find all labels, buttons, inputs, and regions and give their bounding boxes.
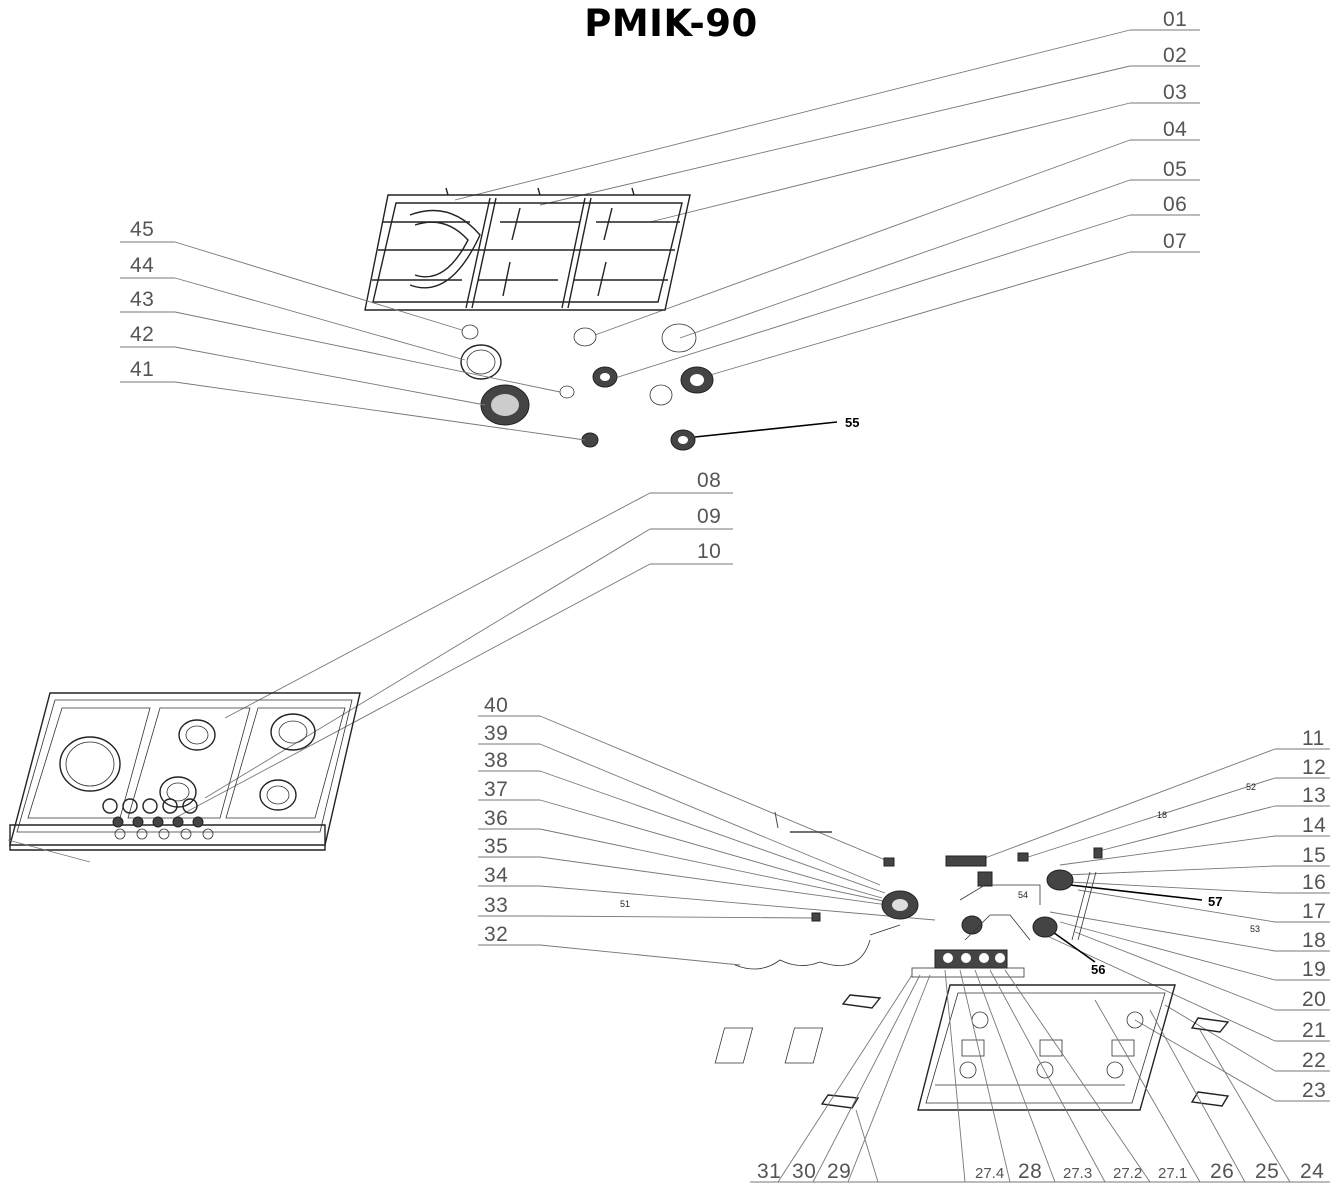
callout-27-2: 27.2 [1113,1165,1142,1182]
burner-parts [460,323,714,451]
tag-57: 57 [1208,894,1222,909]
callout-06: 06 [1163,193,1187,216]
hob-top-plate [7,692,361,863]
callouts-right-bottom: 11 12 13 14 15 16 17 18 19 20 21 22 23 [984,727,1330,1102]
callout-29: 29 [827,1160,851,1183]
callout-22: 22 [1302,1049,1326,1072]
callout-40: 40 [484,694,508,717]
callout-18: 18 [1302,929,1326,952]
gas-assembly [714,811,1230,1111]
callout-11: 11 [1302,727,1325,750]
callout-05: 05 [1163,158,1187,181]
callout-32: 32 [484,923,508,946]
callout-45: 45 [130,218,154,241]
callout-30: 30 [792,1160,816,1183]
callout-15: 15 [1302,844,1326,867]
callout-17: 17 [1302,900,1326,923]
callout-38: 38 [484,749,508,772]
callout-01: 01 [1163,8,1187,31]
callout-42: 42 [130,323,154,346]
callout-14: 14 [1302,814,1326,837]
callout-39: 39 [484,722,508,745]
callouts-bottom: 31 30 29 27.4 28 27.3 27.2 27.1 26 25 24 [750,969,1330,1183]
callout-03: 03 [1163,81,1187,104]
callout-23: 23 [1302,1079,1326,1102]
callout-02: 02 [1163,44,1187,67]
tag-51: 51 [620,899,630,909]
callouts-left-bottom: 40 39 38 37 36 35 34 33 32 [478,694,936,966]
callout-28: 28 [1018,1160,1042,1183]
callout-07: 07 [1163,230,1187,253]
callout-44: 44 [130,254,154,277]
tag-53: 53 [1250,924,1260,934]
callout-19: 19 [1302,958,1326,981]
tag-54: 54 [1018,890,1028,900]
page-title: PMIK-90 [584,2,758,45]
pan-support-grid [364,187,691,311]
callout-27-1: 27.1 [1158,1165,1187,1182]
callout-21: 21 [1302,1019,1326,1042]
callout-16: 16 [1302,871,1326,894]
callout-13: 13 [1302,784,1326,807]
callout-41: 41 [130,358,154,381]
tag-18-small: 18 [1157,810,1167,820]
tag-52: 52 [1246,782,1256,792]
callout-33: 33 [484,894,508,917]
callout-37: 37 [484,778,508,801]
callout-26: 26 [1210,1160,1234,1183]
callout-12: 12 [1302,756,1326,779]
callout-35: 35 [484,835,508,858]
callout-27-4: 27.4 [975,1165,1004,1182]
callouts-left-top: 45 44 43 42 41 [120,218,586,441]
callout-36: 36 [484,807,508,830]
callout-24: 24 [1300,1160,1324,1183]
callouts-middle: 08 09 10 [174,469,733,819]
callout-43: 43 [130,288,154,311]
tag-55: 55 [845,415,859,430]
callout-34: 34 [484,864,508,887]
callouts-top-right: 01 02 03 04 05 06 07 [454,8,1200,379]
callout-20: 20 [1302,988,1326,1011]
callout-08: 08 [697,469,721,492]
tag-56: 56 [1091,962,1105,977]
callout-31: 31 [757,1160,781,1183]
callout-04: 04 [1163,118,1187,141]
callout-25: 25 [1255,1160,1279,1183]
callout-27-3: 27.3 [1063,1165,1092,1182]
callout-10: 10 [697,540,721,563]
callout-09: 09 [697,505,721,528]
